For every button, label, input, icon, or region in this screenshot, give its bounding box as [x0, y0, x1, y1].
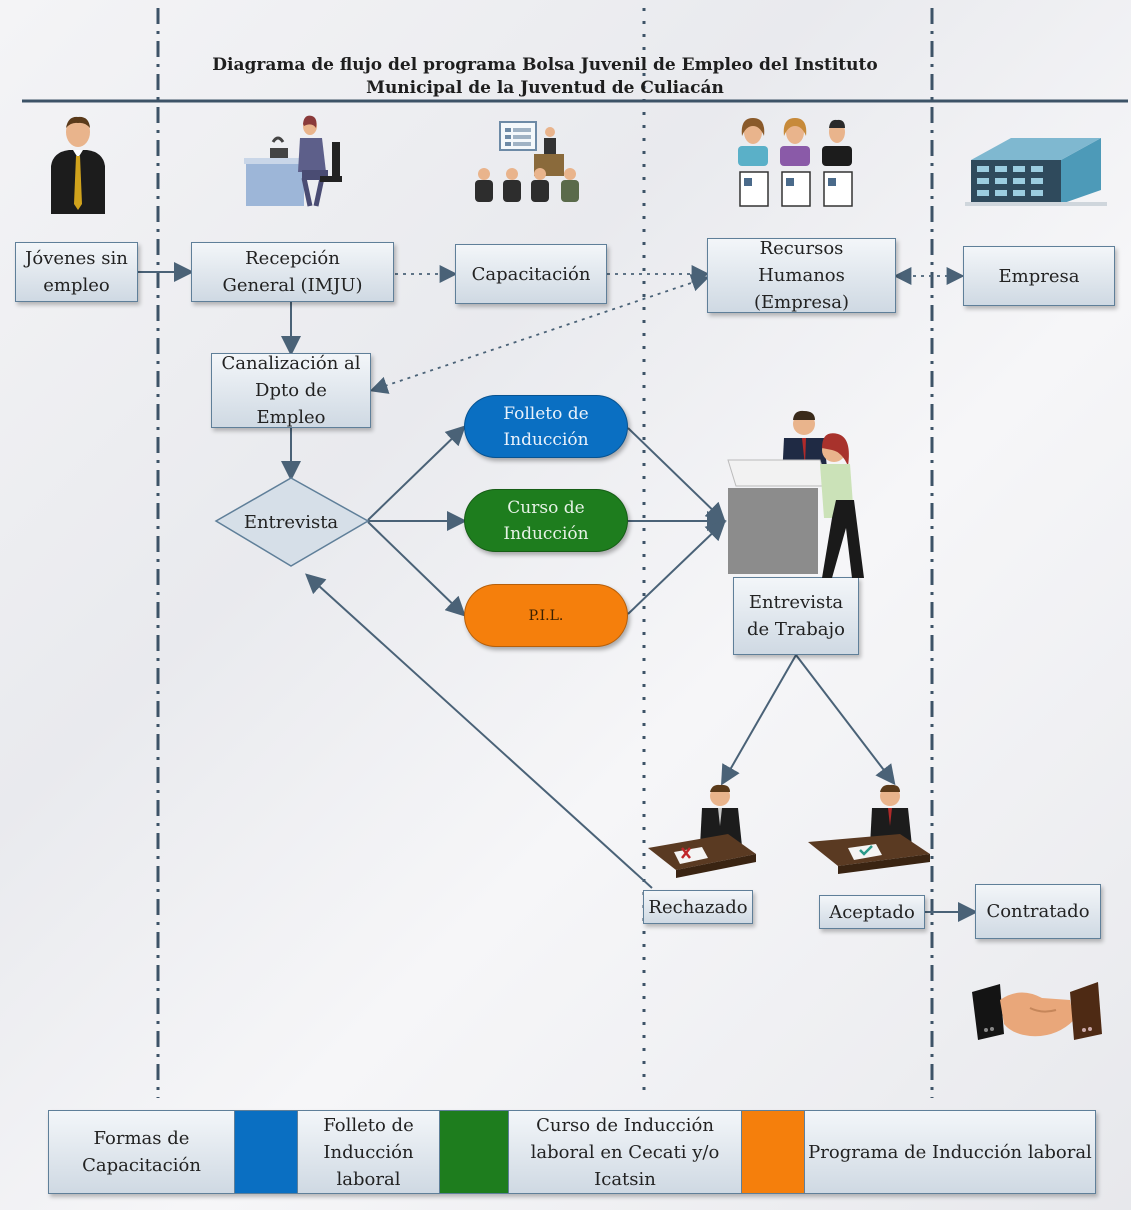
- rejected-candidate-icon: [648, 784, 756, 878]
- arrow-folleto-interview: [627, 427, 726, 523]
- legend-swatch-blue: [234, 1111, 298, 1193]
- receptionist-icon: [244, 115, 342, 207]
- legend-label-folleto: Folleto de Inducción laboral: [323, 1114, 414, 1190]
- accepted-candidate-icon: [808, 784, 930, 874]
- node-recepcion[interactable]: Recepción General (IMJU): [191, 242, 394, 302]
- pill-curso[interactable]: Curso de Inducción: [464, 489, 628, 552]
- legend-swatch-orange: [741, 1111, 805, 1193]
- legend-label-programa: Programa de Inducción laboral: [808, 1141, 1092, 1163]
- diagram-title: Diagrama de flujo del programa Bolsa Juv…: [212, 55, 878, 98]
- pill-folleto[interactable]: Folleto de Inducción: [464, 395, 628, 458]
- arrow-entrevista-trabajo-rechazado: [721, 654, 797, 786]
- company-building-icon: [965, 138, 1107, 206]
- pill-pil[interactable]: P.I.L.: [464, 584, 628, 647]
- interview-icon: [727, 410, 864, 578]
- node-rechazado[interactable]: Rechazado: [643, 890, 753, 924]
- arrow-entrevista-folleto: [367, 425, 466, 521]
- training-class-icon: [475, 121, 579, 202]
- node-entrevista-trabajo[interactable]: Entrevista de Trabajo: [733, 577, 859, 655]
- arrow-rechazado-entrevista: [305, 573, 653, 889]
- handshake-icon: [972, 982, 1102, 1040]
- node-recursos[interactable]: Recursos Humanos (Empresa): [707, 238, 896, 313]
- node-jovenes[interactable]: Jóvenes sin empleo: [15, 242, 138, 302]
- legend-header: Formas de Capacitación: [82, 1128, 201, 1176]
- node-capacitacion[interactable]: Capacitación: [455, 244, 607, 304]
- arrow-entrevista-pil: [367, 521, 466, 617]
- node-entrevista[interactable]: Entrevista: [243, 511, 339, 533]
- young-man-icon: [51, 116, 105, 214]
- node-canalizacion[interactable]: Canalización al Dpto de Empleo: [211, 353, 371, 428]
- node-empresa[interactable]: Empresa: [963, 246, 1115, 306]
- dotted-recursos-canalizacion: [369, 274, 710, 394]
- arrow-entrevista-trabajo-aceptado: [795, 654, 896, 786]
- arrow-pil-interview: [627, 520, 726, 615]
- node-aceptado[interactable]: Aceptado: [819, 895, 925, 929]
- node-contratado[interactable]: Contratado: [975, 884, 1101, 939]
- hr-staff-icon: [738, 118, 853, 207]
- entrevista-diamond-shape: [214, 477, 370, 567]
- legend-swatch-green: [439, 1111, 509, 1193]
- legend-label-curso: Curso de Inducción laboral en Cecati y/o…: [530, 1114, 720, 1190]
- legend-bar: Formas de Capacitación Folleto de Inducc…: [48, 1110, 1096, 1194]
